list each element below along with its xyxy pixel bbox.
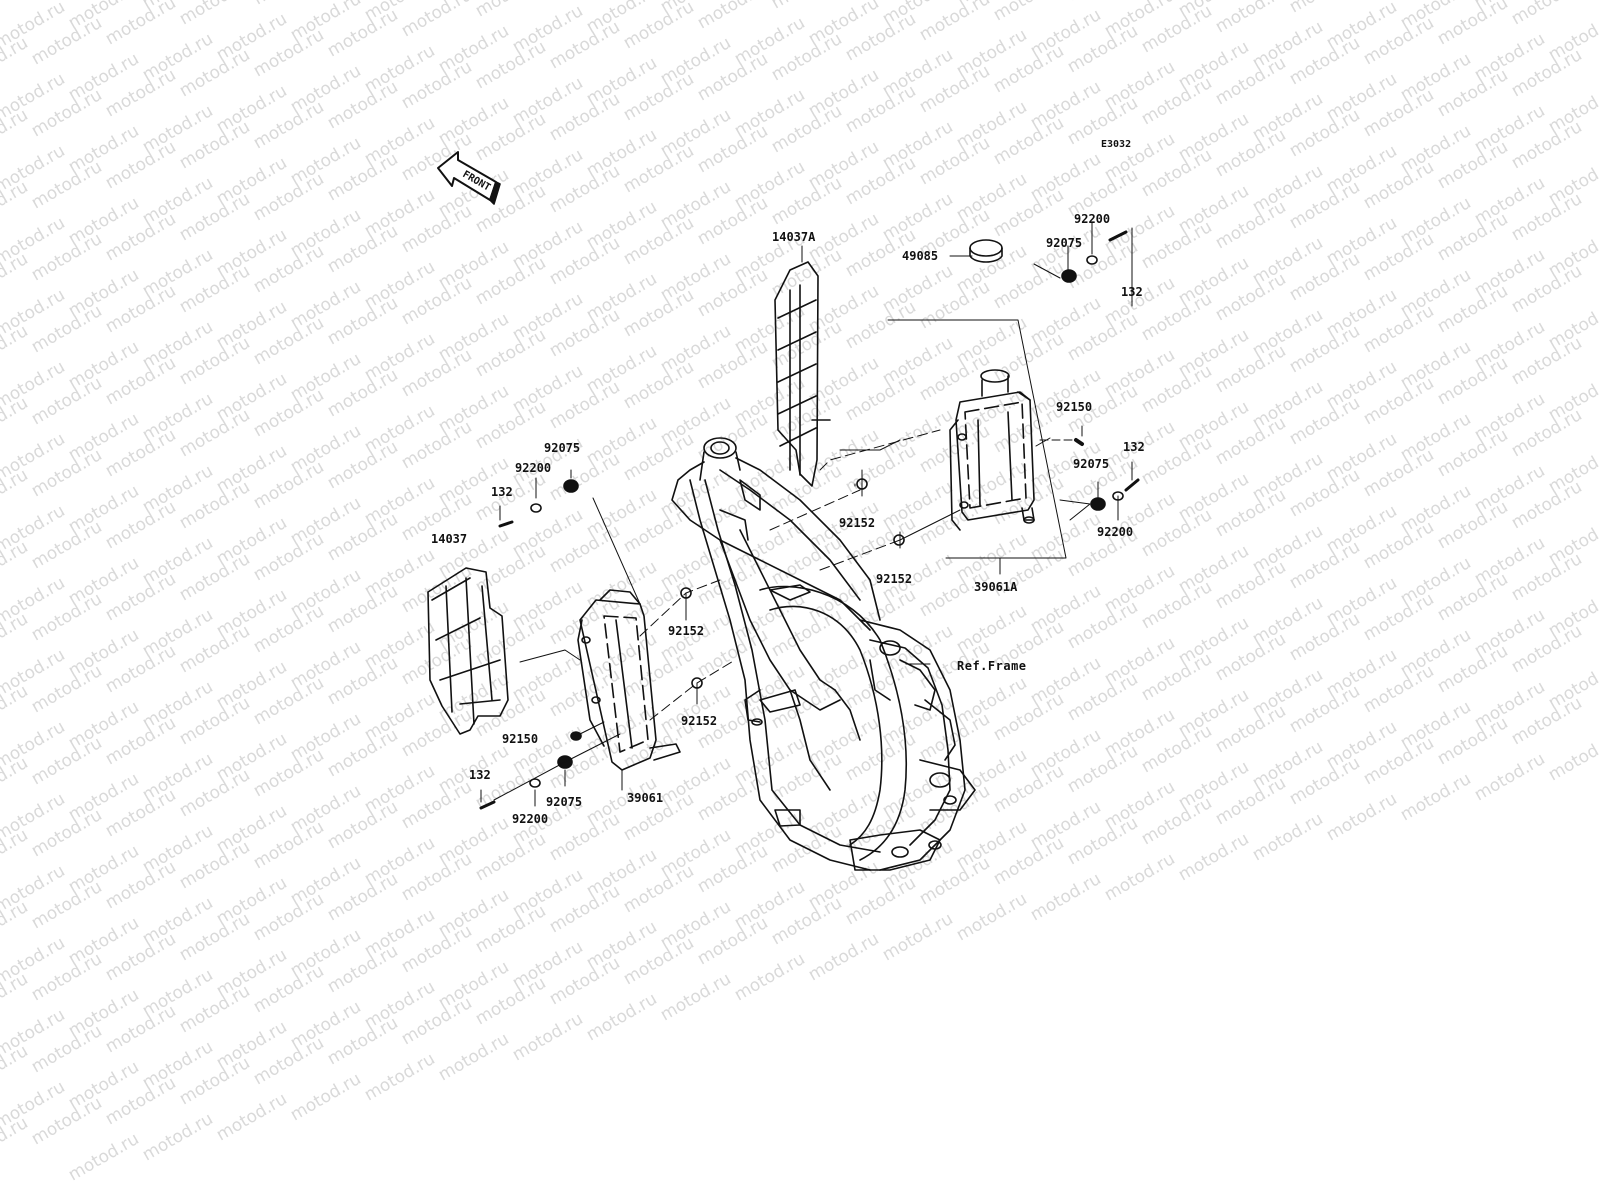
part-label-92075-l1[interactable]: 92075 [544, 441, 581, 455]
part-label-49085[interactable]: 49085 [902, 249, 939, 263]
part-label-92150-r[interactable]: 92150 [1056, 400, 1093, 414]
part-label-92075-r2[interactable]: 92075 [1073, 457, 1110, 471]
part-label-92200-r2[interactable]: 92200 [1097, 525, 1134, 539]
part-label-92152-r2[interactable]: 92152 [876, 572, 913, 586]
part-label-92200-l1[interactable]: 92200 [515, 461, 552, 475]
part-label-39061[interactable]: 39061 [627, 791, 664, 805]
shroud-14037A [774, 261, 831, 487]
part-label-92152-l2[interactable]: 92152 [681, 714, 718, 728]
part-label-132-l1[interactable]: 132 [491, 485, 513, 499]
bolt-132-r2 [1124, 478, 1140, 492]
part-label-14037[interactable]: 14037 [431, 532, 468, 546]
washer-92200-l1 [530, 503, 542, 513]
part-label-92152-l1[interactable]: 92152 [668, 624, 705, 638]
bolt-132-r1 [1108, 230, 1128, 242]
bolt-132-l2 [479, 800, 496, 810]
part-label-92150-l[interactable]: 92150 [502, 732, 539, 746]
ref-frame-label[interactable]: Ref.Frame [957, 659, 1027, 673]
grommet-92075-r1 [1061, 269, 1077, 283]
leader-lines [480, 221, 1133, 807]
part-label-14037A[interactable]: 14037A [772, 230, 816, 244]
washer-92200-r1 [1086, 255, 1098, 265]
frame [671, 437, 976, 871]
collar-92152-r2 [893, 534, 905, 546]
radiator-39061 [577, 589, 681, 771]
part-label-92075-l2[interactable]: 92075 [546, 795, 583, 809]
radiator-39061A [949, 369, 1035, 531]
part-label-92075-r1[interactable]: 92075 [1046, 236, 1083, 250]
radiator-cap-49085 [969, 239, 1003, 263]
grommet-92075-l1 [563, 479, 579, 493]
part-label-92200-l2[interactable]: 92200 [512, 812, 549, 826]
washer-92200-l2 [529, 778, 541, 788]
front-arrow-icon: FRONT [437, 151, 501, 205]
part-label-39061A[interactable]: 39061A [974, 580, 1018, 594]
bolt-132-l1 [498, 520, 514, 528]
part-label-92200-r1[interactable]: 92200 [1074, 212, 1111, 226]
part-label-92152-r1[interactable]: 92152 [839, 516, 876, 530]
part-label-132-r2[interactable]: 132 [1123, 440, 1145, 454]
fasteners [479, 230, 1140, 810]
collar-92150-r [1074, 438, 1084, 446]
part-label-132-r1[interactable]: 132 [1121, 285, 1143, 299]
shroud-14037 [427, 567, 509, 735]
part-label-132-l2[interactable]: 132 [469, 768, 491, 782]
diagram-code: E3032 [1101, 139, 1132, 150]
grommet-92075-r2 [1090, 497, 1106, 511]
